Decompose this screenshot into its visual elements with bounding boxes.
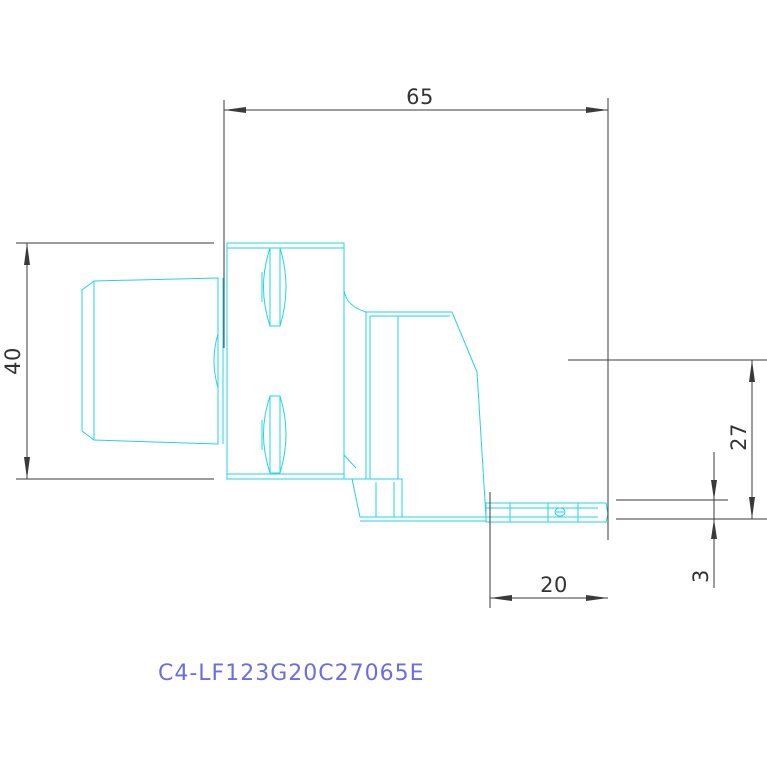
- screw-slot-lower: [261, 395, 287, 474]
- blade-holder: [343, 289, 487, 522]
- clamping-shank: [81, 277, 224, 445]
- dimension-overall-length: [223, 98, 609, 540]
- cutting-blade: [485, 502, 609, 523]
- body-block: [226, 242, 345, 480]
- dimension-offset: [616, 452, 728, 588]
- dimension-center-height: [568, 359, 767, 520]
- screw-slot-upper: [261, 247, 287, 327]
- dimension-label-overall-length: 65: [406, 85, 434, 109]
- dimension-head-length: [489, 492, 608, 608]
- dimension-label-offset: 3: [689, 569, 713, 583]
- dimension-label-center-height: 27: [727, 423, 751, 451]
- part-number: C4-LF123G20C27065E: [158, 661, 425, 686]
- dimension-label-head-length: 20: [540, 573, 568, 597]
- tool-outline: [81, 242, 609, 523]
- dimension-height: [16, 242, 214, 480]
- dimension-label-height: 40: [1, 347, 25, 375]
